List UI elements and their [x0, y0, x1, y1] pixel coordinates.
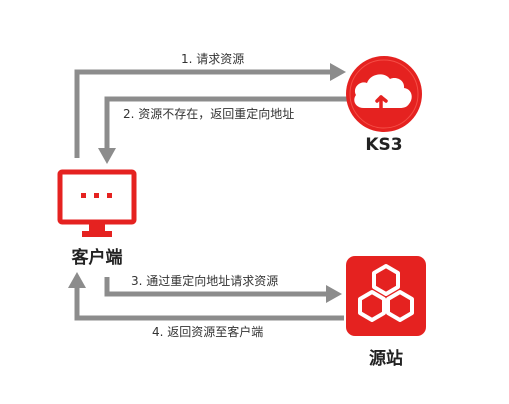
arrow-step-2 [98, 96, 348, 164]
ks3-node: KS3 [346, 56, 422, 155]
step-1-label: 1. 请求资源 [181, 52, 244, 66]
monitor-icon [57, 169, 137, 237]
origin-label: 源站 [369, 348, 403, 369]
client-node: 客户端 [57, 169, 137, 268]
arrow-step-1 [74, 63, 346, 158]
origin-node: 源站 [346, 256, 426, 369]
arrow-step-3 [104, 277, 342, 303]
client-label: 客户端 [71, 247, 123, 268]
step-4-label: 4. 返回资源至客户端 [152, 324, 263, 339]
arrow-step-4 [68, 272, 344, 321]
cloud-upload-icon [346, 56, 422, 132]
step-3-label: 3. 通过重定向地址请求资源 [131, 273, 278, 288]
ks3-label: KS3 [365, 135, 402, 155]
step-2-label: 2. 资源不存在，返回重定向地址 [123, 106, 294, 121]
hexagon-cluster-icon [346, 256, 426, 336]
